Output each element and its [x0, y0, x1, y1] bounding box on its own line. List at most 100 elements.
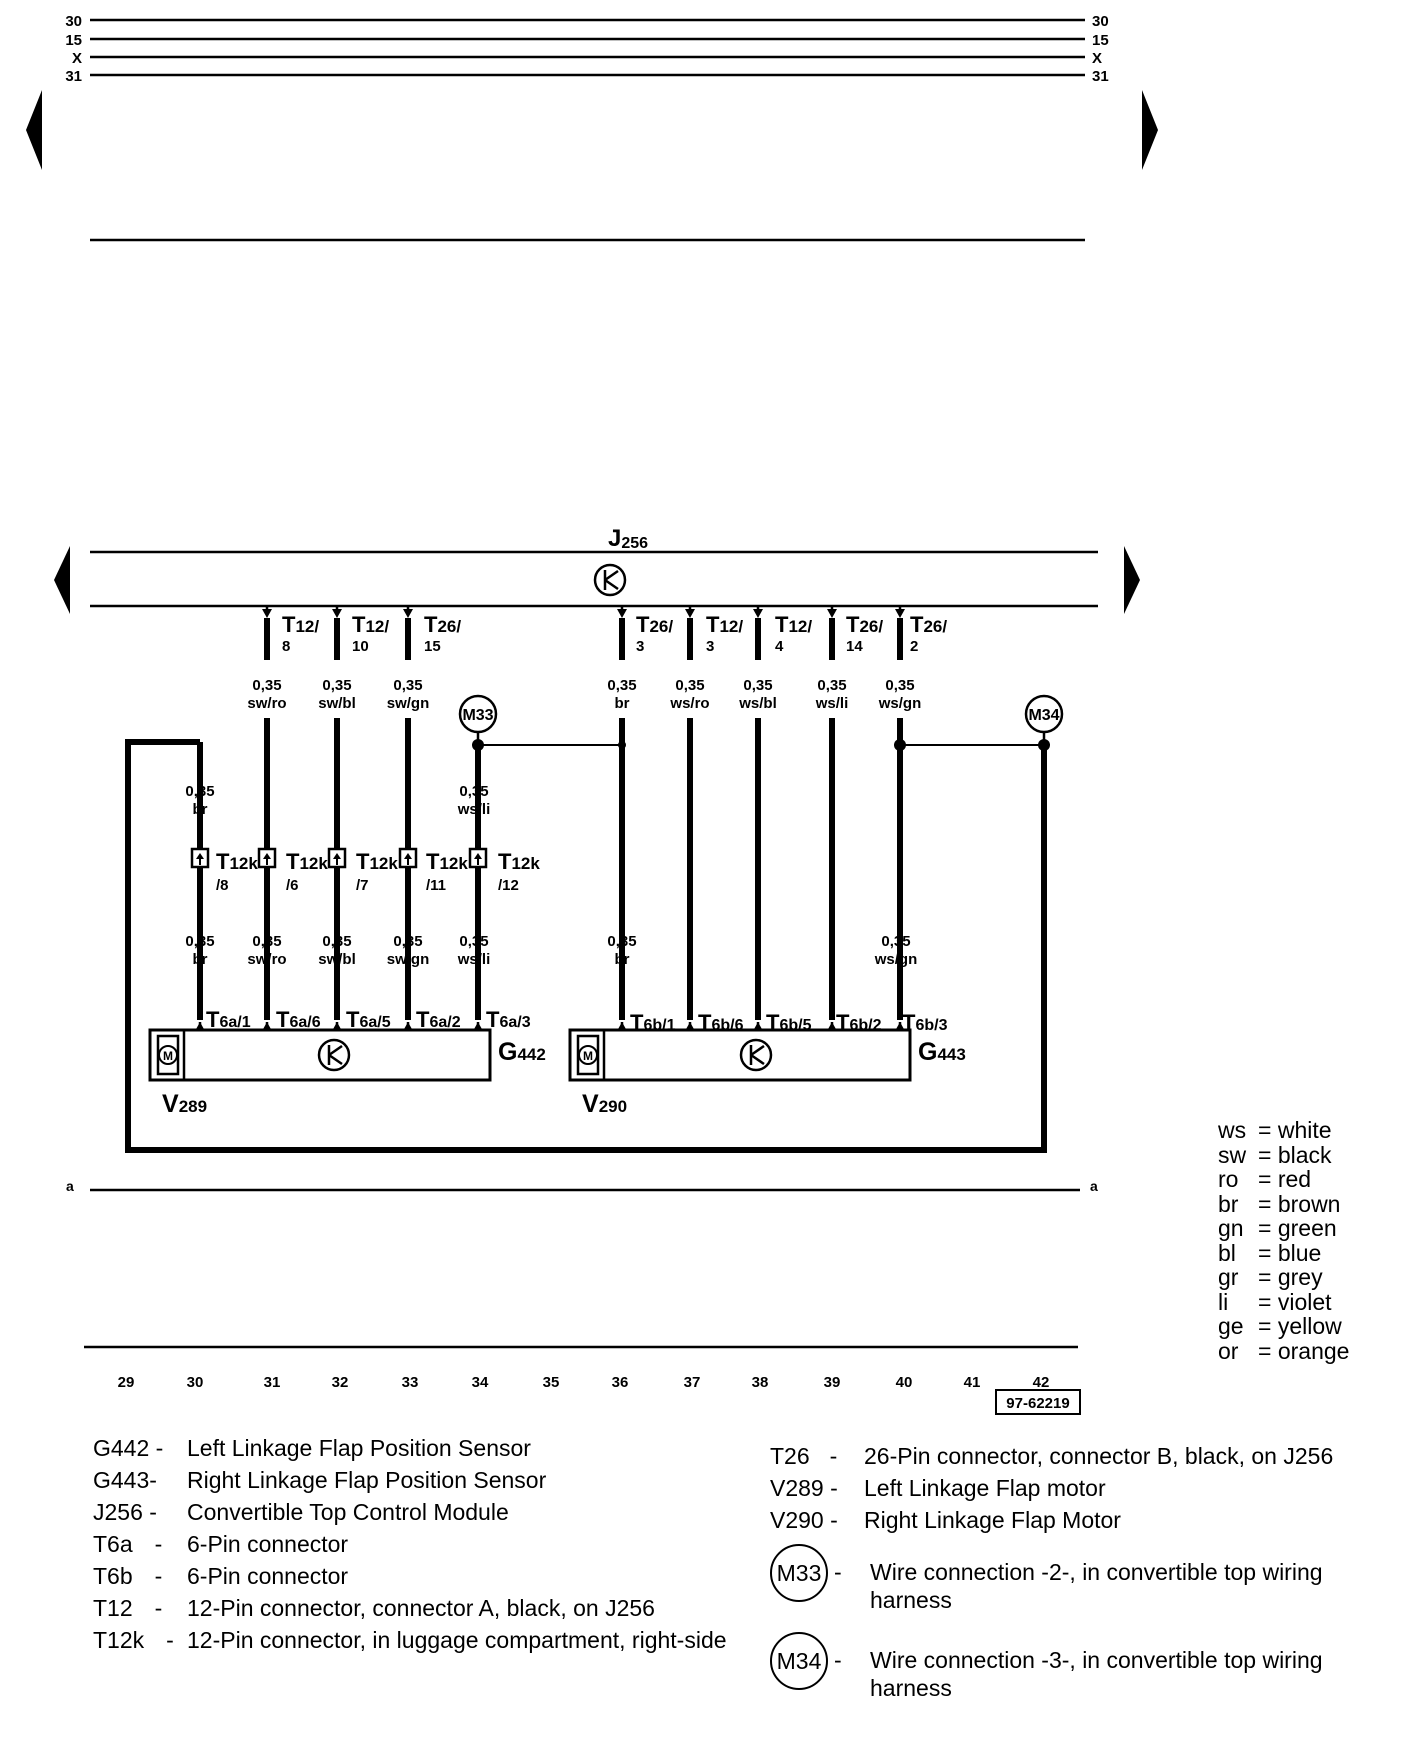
- legend-row: T6b-6-Pin connector: [93, 1560, 727, 1592]
- junction-dot: [618, 741, 626, 749]
- rail-label-31-right: 31: [1092, 68, 1109, 85]
- color-key-row: ge= yellow: [1218, 1314, 1349, 1339]
- track-number: 38: [752, 1374, 769, 1391]
- track-number: 32: [332, 1374, 349, 1391]
- legend-row: V290 -Right Linkage Flap Motor: [770, 1504, 1333, 1536]
- legend-desc: 6-Pin connector: [187, 1563, 349, 1589]
- legend-row: T12-12-Pin connector, connector A, black…: [93, 1592, 727, 1624]
- connector-label: T26/: [846, 612, 883, 637]
- continuation-arrow-right-icon: [1142, 90, 1158, 170]
- connector-label: T12/: [775, 612, 812, 637]
- connector-pin: 8: [282, 638, 290, 655]
- wire-size: 0,35: [817, 677, 846, 694]
- wire-size: 0,35: [252, 933, 281, 950]
- color-name: white: [1277, 1117, 1332, 1143]
- track-number: 40: [896, 1374, 913, 1391]
- wire-size: 0,35: [885, 677, 914, 694]
- t12k-7-pin: /7: [356, 877, 369, 894]
- wire-size: 0,35: [393, 933, 422, 950]
- color-key-row: sw= black: [1218, 1141, 1349, 1168]
- color-name: violet: [1277, 1288, 1332, 1315]
- wire-connection-m34: M34: [1024, 694, 1064, 734]
- t12k-plug-icon: [190, 847, 210, 869]
- legend-code: T12k-: [93, 1627, 174, 1653]
- wire-size: 0,35: [185, 783, 214, 800]
- control-module-j256: J256: [54, 525, 1140, 614]
- color-code: sw: [1218, 1141, 1247, 1168]
- wire-connection-symbol: M33: [770, 1544, 828, 1602]
- color-name: grey: [1277, 1264, 1323, 1290]
- color-key-row: ws= white: [1218, 1118, 1349, 1143]
- legend-code: T26-: [770, 1443, 838, 1469]
- legend-desc: Right Linkage Flap Motor: [864, 1507, 1121, 1533]
- connector-t26-15: T26/ 15 0,35 sw/gn: [387, 612, 462, 712]
- t12k-plug-icon: [257, 847, 277, 869]
- connector-label: T26/: [636, 612, 673, 637]
- wire-color: sw/gn: [387, 695, 430, 712]
- color-eq: =: [1258, 1190, 1278, 1217]
- color-code: ge: [1218, 1313, 1244, 1339]
- pin-arrow-down-icon: [332, 609, 342, 618]
- connector-t26-2: T26/ 2 0,35 ws/gn: [878, 612, 948, 712]
- connector-pin: 2: [910, 638, 918, 655]
- wire-color: sw/bl: [318, 951, 356, 968]
- t6a-2-label: T6a/2: [416, 1007, 461, 1032]
- color-eq: =: [1258, 1166, 1278, 1192]
- color-code: br: [1218, 1190, 1239, 1217]
- wire-color: br: [193, 951, 208, 968]
- electronic-module-icon: [317, 1038, 351, 1072]
- continuation-arrow-right-icon: [1124, 546, 1140, 614]
- color-key-row: li= violet: [1218, 1288, 1349, 1315]
- legend-row: T12k- 12-Pin connector, in luggage compar…: [93, 1624, 727, 1656]
- t12k-6-label: T12k: [286, 849, 328, 874]
- legend-row: G443-Right Linkage Flap Position Sensor: [93, 1464, 727, 1496]
- wire-color: ws/gn: [878, 695, 922, 712]
- t12k-12-pin: /12: [498, 877, 519, 894]
- connector-pin: 3: [706, 638, 714, 655]
- color-code: or: [1218, 1337, 1239, 1364]
- connector-label: T26/: [910, 612, 947, 637]
- connector-label: T26/: [424, 612, 461, 637]
- color-name: green: [1277, 1215, 1337, 1241]
- v289-label: V289: [162, 1090, 207, 1118]
- t6a-3-label: T6a/3: [486, 1007, 531, 1032]
- connector-t26-3: T26/ 3 0,35 br: [607, 612, 673, 712]
- color-name: yellow: [1277, 1313, 1342, 1339]
- color-name: orange: [1277, 1337, 1350, 1364]
- wire-size: 0,35: [322, 933, 351, 950]
- wire-color: br: [193, 801, 208, 818]
- connector-label: T12/: [706, 612, 743, 637]
- legend-wire-row: M33-Wire connection -2-, in convertible …: [770, 1544, 1390, 1614]
- top-connectors: T12/ 8 0,35 sw/ro T12/ 10 0,35 sw/bl T26…: [247, 612, 947, 712]
- continuation-arrow-left-icon: [26, 90, 42, 170]
- track-number: 35: [543, 1374, 560, 1391]
- motor-icon: M: [576, 1034, 600, 1076]
- legend-dash: -: [834, 1559, 842, 1585]
- track-number: 37: [684, 1374, 701, 1391]
- wire-color: ws/ro: [669, 695, 709, 712]
- m33-label: M33: [462, 707, 493, 724]
- legend-right-table: T26-26-Pin connector, connector B, black…: [770, 1440, 1333, 1536]
- legend-code: T6a-: [93, 1531, 163, 1557]
- color-code: li: [1218, 1288, 1229, 1315]
- wire-color: ws/li: [457, 801, 491, 818]
- connector-label: T12/: [282, 612, 319, 637]
- electronic-module-icon: [593, 563, 627, 597]
- wire-color: ws/li: [815, 695, 849, 712]
- t12k-8-label: T12k: [216, 849, 258, 874]
- wire-color: br: [615, 951, 630, 968]
- wire-size: 0,35: [607, 933, 636, 950]
- t6a-6-label: T6a/6: [276, 1007, 321, 1032]
- legend-desc: Convertible Top Control Module: [187, 1499, 509, 1525]
- color-key-row: br= brown: [1218, 1190, 1349, 1217]
- rail-label-a-right: a: [1090, 1178, 1098, 1194]
- rail-label-a-left: a: [66, 1178, 74, 1194]
- connector-t26-14: T26/ 14 0,35 ws/li: [815, 612, 884, 712]
- color-name: red: [1277, 1166, 1312, 1192]
- connector-t12k-group: 0,35 br 0,35 ws/li T12k /8 T12k /6 T12k …: [185, 783, 917, 968]
- legend-desc: 12-Pin connector, in luggage compartment…: [187, 1627, 727, 1653]
- wire-color: sw/bl: [318, 695, 356, 712]
- color-eq: =: [1258, 1215, 1278, 1241]
- legend-row: T26-26-Pin connector, connector B, black…: [770, 1440, 1333, 1472]
